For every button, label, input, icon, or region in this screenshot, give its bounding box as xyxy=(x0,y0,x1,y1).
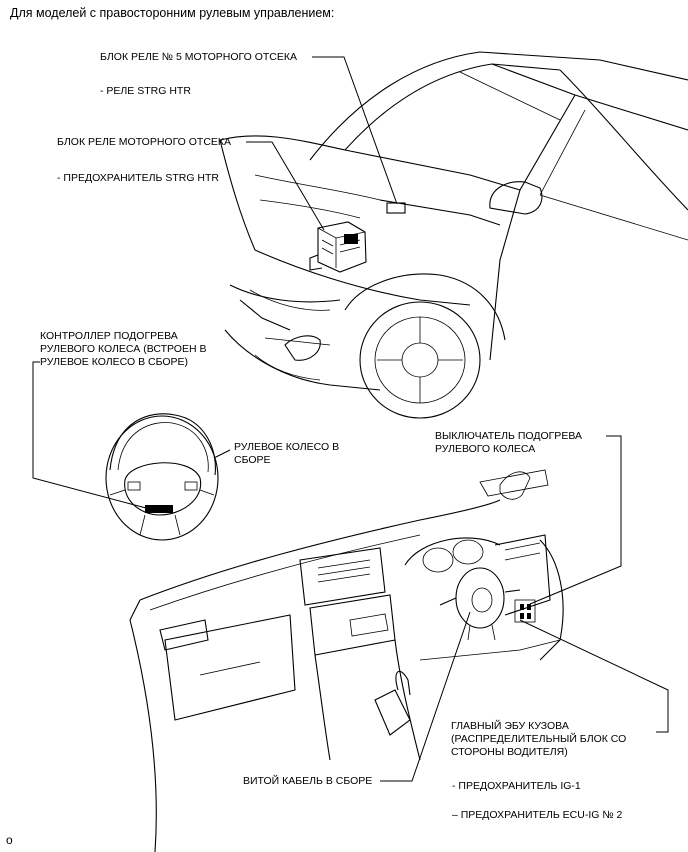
label-controller-line1: КОНТРОЛЛЕР ПОДОГРЕВА xyxy=(40,330,178,342)
label-ecu-line2: (РАСПРЕДЕЛИТЕЛЬНЫЙ БЛОК СО xyxy=(451,733,627,745)
label-spiral-cable: ВИТОЙ КАБЕЛЬ В СБОРЕ xyxy=(243,775,373,787)
label-controller-line3: РУЛЕВОЕ КОЛЕСО В СБОРЕ) xyxy=(40,356,189,368)
dashboard-drawing xyxy=(129,469,564,852)
label-ecu-line3: СТОРОНЫ ВОДИТЕЛЯ) xyxy=(451,746,568,758)
page-heading: Для моделей с правосторонним рулевым упр… xyxy=(10,6,335,20)
label-fuse-ig1: - ПРЕДОХРАНИТЕЛЬ IG-1 xyxy=(452,780,581,792)
label-wheel-line2: СБОРЕ xyxy=(234,454,271,466)
label-controller-line2: РУЛЕВОГО КОЛЕСА (ВСТРОЕН В xyxy=(40,343,207,355)
label-relay-block-5: БЛОК РЕЛЕ № 5 МОТОРНОГО ОТСЕКА xyxy=(100,51,297,63)
label-strg-htr-relay: - РЕЛЕ STRG HTR xyxy=(100,85,191,97)
engine-relay-block-icon xyxy=(309,221,367,273)
steering-wheel-inset-drawing xyxy=(105,413,219,541)
corner-mark: o xyxy=(6,833,13,847)
label-wheel-line1: РУЛЕВОЕ КОЛЕСО В xyxy=(234,441,340,453)
label-strg-htr-fuse: - ПРЕДОХРАНИТЕЛЬ STRG HTR xyxy=(57,172,219,184)
vehicle-front-drawing xyxy=(219,51,688,419)
leader-lines xyxy=(32,56,669,782)
label-switch-line2: РУЛЕВОГО КОЛЕСА xyxy=(435,443,536,455)
label-ecu-line1: ГЛАВНЫЙ ЭБУ КУЗОВА xyxy=(451,720,569,732)
label-fuse-ecu-ig2: – ПРЕДОХРАНИТЕЛЬ ECU-IG № 2 xyxy=(452,809,623,821)
label-switch-line1: ВЫКЛЮЧАТЕЛЬ ПОДОГРЕВА xyxy=(435,430,582,442)
label-engine-relay-block: БЛОК РЕЛЕ МОТОРНОГО ОТСЕКА xyxy=(57,136,232,148)
